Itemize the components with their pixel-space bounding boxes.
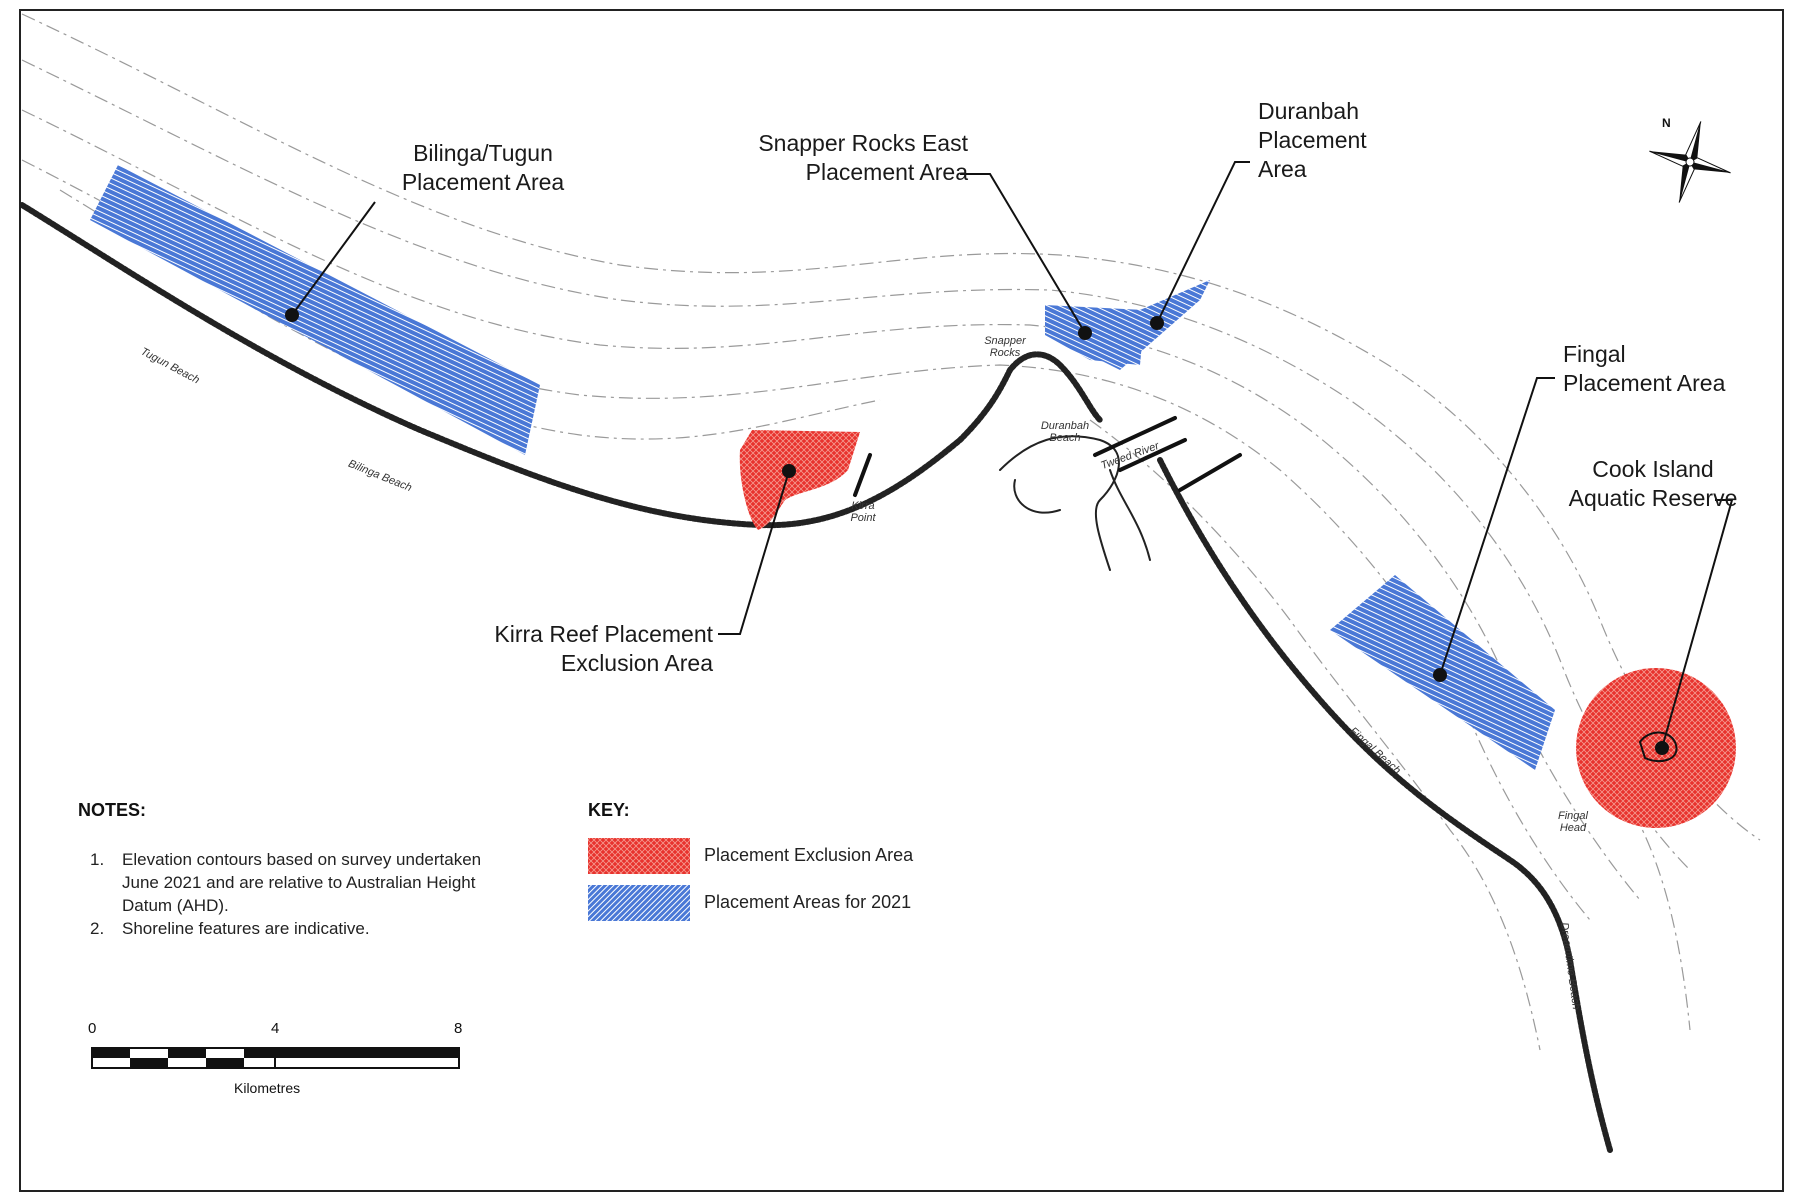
map-frame: [19, 9, 1784, 1192]
scale-bar: [91, 1047, 460, 1069]
notes-list: 1. Elevation contours based on survey un…: [90, 848, 510, 940]
label-kirra-reef: Kirra Reef Placement Exclusion Area: [494, 621, 713, 676]
note-item: 2. Shoreline features are indicative.: [90, 917, 510, 940]
place-duranbah-beach: Duranbah Beach: [1040, 420, 1090, 444]
key-swatch-placement: [588, 885, 690, 921]
key-swatch-exclusion-shape: [588, 838, 690, 874]
north-arrow-icon: [1649, 121, 1731, 203]
key-label-placement: Placement Areas for 2021: [704, 892, 912, 912]
scale-unit-label: Kilometres: [234, 1080, 301, 1096]
north-label: N: [1662, 116, 1671, 130]
label-cook-island: Cook Island Aquatic Reserve: [1568, 456, 1738, 511]
cook-island-shape: [1638, 731, 1678, 763]
breakwaters: [853, 416, 1242, 497]
key-swatch-placement-shape: [588, 885, 690, 921]
note-number: 1.: [90, 850, 105, 869]
place-fingal-head: Fingal Head: [1558, 810, 1588, 834]
key-item-exclusion: Placement Exclusion Area: [588, 838, 968, 874]
key-label-exclusion: Placement Exclusion Area: [704, 845, 914, 865]
key-swatch-exclusion: [588, 838, 690, 874]
scale-tick-0: 0: [88, 1020, 97, 1037]
place-snapper-rocks: Snapper Rocks: [984, 335, 1026, 359]
notes-heading: NOTES:: [78, 800, 147, 820]
note-text: Elevation contours based on survey under…: [122, 850, 482, 915]
scale-tick-4: 4: [271, 1020, 280, 1037]
key-heading: KEY:: [588, 800, 630, 820]
label-bilinga-tugun: Bilinga/Tugun Placement Area: [401, 140, 565, 195]
note-number: 2.: [90, 919, 105, 938]
scale-tick-8: 8: [454, 1020, 463, 1037]
key-item-placement: Placement Areas for 2021: [588, 885, 968, 921]
coastline: [19, 202, 1613, 1153]
leader-lines: [291, 161, 1734, 749]
kirra-reef-exclusion-area: [739, 430, 860, 530]
note-text: Shoreline features are indicative.: [122, 919, 370, 938]
label-snapper-rocks-east: Snapper Rocks East Placement Area: [758, 130, 968, 185]
bilinga-tugun-placement-area: [90, 165, 540, 455]
leader-dots: [285, 308, 1669, 755]
label-duranbah: Duranbah Placement Area: [1258, 98, 1367, 182]
note-item: 1. Elevation contours based on survey un…: [90, 848, 510, 917]
place-kirra-point: Kirra Point: [850, 500, 876, 524]
label-fingal: Fingal Placement Area: [1563, 341, 1726, 396]
